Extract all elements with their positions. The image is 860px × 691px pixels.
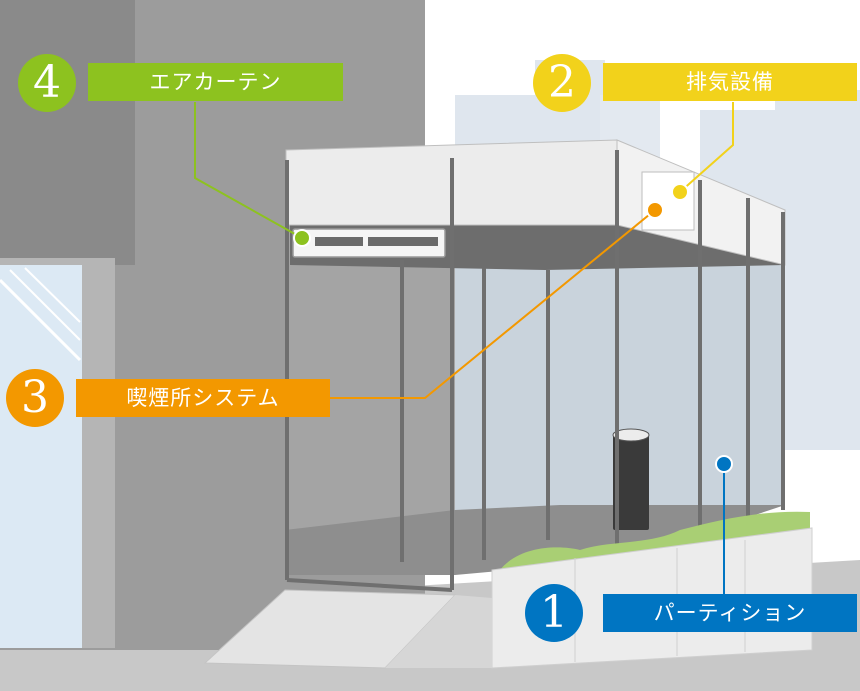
booth-interior	[285, 210, 785, 575]
callout-2-number: 2	[533, 54, 591, 112]
ashtray	[612, 428, 650, 530]
callout-1-number: 1	[525, 584, 583, 642]
callout-3-number: 3	[6, 369, 64, 427]
callout-2-label: 排気設備	[603, 63, 857, 101]
callout-1-label: パーティション	[603, 594, 857, 632]
air-curtain-marker	[293, 229, 311, 247]
exhaust-unit	[641, 171, 695, 231]
system-marker	[646, 201, 664, 219]
air-curtain-unit	[292, 228, 446, 258]
callout-4-label: エアカーテン	[88, 63, 343, 101]
leader-lines	[194, 102, 734, 612]
exhaust-marker	[671, 183, 689, 201]
background-buildings	[455, 60, 860, 450]
callout-4-number: 4	[18, 54, 76, 112]
callout-3-label: 喫煙所システム	[76, 379, 330, 417]
entrance-step	[385, 595, 492, 668]
partition-marker	[715, 455, 733, 473]
